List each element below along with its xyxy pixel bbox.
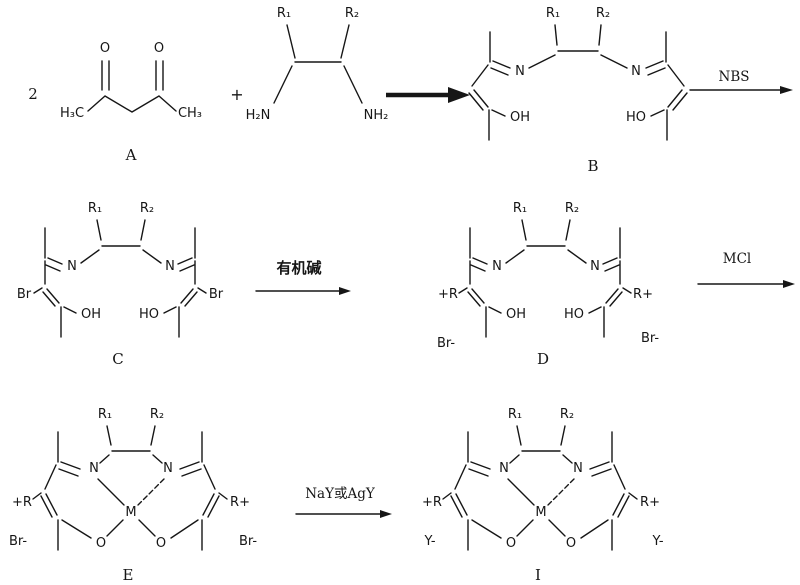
y-counterion-label: Y- — [651, 534, 663, 549]
molecule-c: R₁ R₂ N N Br Br OH HO C — [17, 201, 224, 368]
atom-r2-label: R₂ — [345, 6, 359, 21]
atom-ho-label: HO — [626, 110, 646, 125]
molecule-i-label: I — [535, 566, 541, 584]
bonds — [87, 60, 177, 113]
bonds — [468, 24, 688, 141]
mcl-label: MCl — [723, 251, 751, 267]
reaction-arrow-nay: NaY或AgY — [295, 486, 392, 518]
dashed-coordination-bond — [547, 478, 575, 506]
bromide-counterion-label: Br- — [239, 534, 257, 549]
atom-r1-label: R₁ — [508, 407, 522, 422]
molecule-d-label: D — [537, 350, 549, 368]
bromide-counterion-label: Br- — [641, 331, 659, 346]
atom-n-label: N — [492, 259, 502, 274]
molecule-d: R₁ R₂ N N +R R+ OH HO Br- Br- D — [437, 201, 659, 368]
organic-base-label: 有机碱 — [276, 259, 321, 277]
reaction-arrow-nbs: NBS — [689, 69, 793, 94]
molecule-b-label: B — [587, 157, 598, 175]
atom-r1-label: R₁ — [88, 201, 102, 216]
atom-r1-label: R₁ — [546, 6, 560, 21]
arrow-head — [783, 280, 795, 288]
atom-o-label: O — [100, 41, 110, 56]
stoichiometric-coefficient: 2 — [28, 85, 38, 103]
atom-o-label: O — [156, 536, 166, 551]
arrow-head — [780, 86, 793, 94]
atom-ho-label: HO — [564, 307, 584, 322]
bonds — [442, 425, 638, 551]
reaction-arrow-mcl: MCl — [697, 251, 795, 288]
atom-n-label: N — [590, 259, 600, 274]
reaction-arrow-base: 有机碱 — [255, 259, 351, 295]
atom-oh-label: OH — [506, 307, 526, 322]
bonds — [32, 425, 228, 551]
atom-n-label: N — [573, 461, 583, 476]
atom-o-label: O — [506, 536, 516, 551]
molecule-i: R₁ R₂ N N M O O +R R+ Y- Y- I — [422, 407, 664, 584]
bonds — [33, 219, 207, 338]
molecule-c-label: C — [112, 350, 123, 368]
atom-o-label: O — [154, 41, 164, 56]
atom-br-label: Br — [209, 287, 224, 302]
atom-r-cation-label: +R — [422, 495, 442, 510]
atom-r1-label: R₁ — [98, 407, 112, 422]
molecule-a-label: A — [125, 146, 137, 164]
atom-r-cation-label: R+ — [633, 287, 653, 302]
atom-r2-label: R₂ — [560, 407, 574, 422]
molecule-b: R₁ R₂ N N OH HO B — [468, 6, 688, 175]
bromide-counterion-label: Br- — [437, 336, 455, 351]
atom-r2-label: R₂ — [150, 407, 164, 422]
atom-r-cation-label: R+ — [640, 495, 660, 510]
nay-agy-label: NaY或AgY — [305, 486, 376, 502]
atom-n-label: N — [515, 64, 525, 79]
atom-o-label: O — [96, 536, 106, 551]
plus-sign: + — [230, 85, 243, 104]
molecule-a: H₃C O O CH₃ A — [60, 41, 202, 164]
arrow-head — [380, 510, 392, 518]
atom-r2-label: R₂ — [140, 201, 154, 216]
atom-r1-label: R₁ — [513, 201, 527, 216]
atom-oh-label: OH — [81, 307, 101, 322]
atom-ch3-label: CH₃ — [178, 106, 202, 121]
atom-n-label: N — [89, 461, 99, 476]
bonds — [458, 219, 632, 338]
arrow-head — [448, 87, 470, 103]
atom-o-label: O — [566, 536, 576, 551]
reaction-arrow-1 — [386, 87, 470, 103]
bromide-counterion-label: Br- — [9, 534, 27, 549]
atom-nh2-label: NH₂ — [364, 108, 389, 123]
atom-br-label: Br — [17, 287, 32, 302]
bonds — [273, 24, 363, 104]
atom-h2n-label: H₂N — [246, 108, 271, 123]
atom-r-cation-label: R+ — [230, 495, 250, 510]
arrow-head — [339, 287, 351, 295]
y-counterion-label: Y- — [423, 534, 435, 549]
dashed-coordination-bond — [137, 478, 165, 506]
atom-r2-label: R₂ — [596, 6, 610, 21]
atom-n-label: N — [165, 259, 175, 274]
atom-r-cation-label: +R — [12, 495, 32, 510]
nbs-label: NBS — [719, 69, 750, 85]
atom-n-label: N — [67, 259, 77, 274]
atom-ho-label: HO — [139, 307, 159, 322]
atom-n-label: N — [499, 461, 509, 476]
molecule-e: R₁ R₂ N N M O O +R R+ Br- Br- E — [9, 407, 257, 584]
atom-h3c-label: H₃C — [60, 106, 84, 121]
atom-r1-label: R₁ — [277, 6, 291, 21]
atom-oh-label: OH — [510, 110, 530, 125]
molecule-diamine: R₁ R₂ H₂N NH₂ — [246, 6, 389, 123]
atom-n-label: N — [631, 64, 641, 79]
atom-r2-label: R₂ — [565, 201, 579, 216]
atom-n-label: N — [163, 461, 173, 476]
atom-r-cation-label: +R — [438, 287, 458, 302]
molecule-e-label: E — [123, 566, 134, 584]
atom-metal-label: M — [535, 505, 546, 520]
atom-metal-label: M — [125, 505, 136, 520]
